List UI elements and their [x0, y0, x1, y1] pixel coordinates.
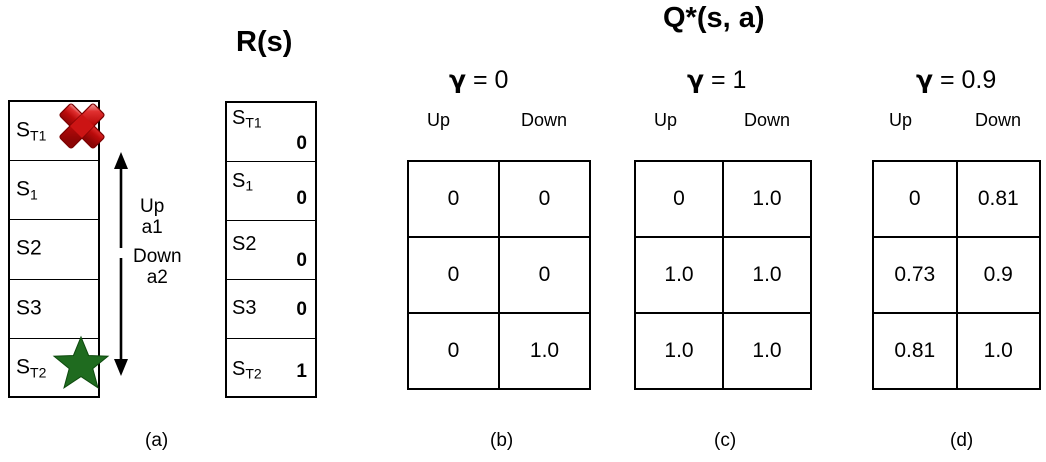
state-label: S1 — [16, 177, 38, 203]
q-cell: 0.73 — [874, 238, 958, 312]
caption-c: (c) — [714, 430, 737, 451]
up-action-id: a1 — [141, 217, 163, 239]
gamma-equation: = 0 — [472, 66, 509, 94]
state-cell: S1 — [10, 161, 98, 221]
reward-value: 0 — [296, 250, 307, 271]
table-row: 0 0.81 — [874, 162, 1039, 238]
q-title: Q*(s, a) — [663, 2, 765, 34]
state-label: S3 — [16, 296, 42, 320]
table-row: 0 0 — [409, 238, 589, 314]
table-row: 0 0 — [409, 162, 589, 238]
table-row: S1 0 — [227, 162, 315, 221]
column-header-up-0: Up — [427, 110, 451, 130]
red-cross-icon — [59, 103, 105, 149]
table-row: ST1 0 — [227, 103, 315, 162]
down-action-label: Down a2 — [133, 246, 182, 289]
caption-d: (d) — [950, 430, 974, 451]
table-row: S3 0 — [227, 280, 315, 339]
gamma-symbol: γ — [687, 65, 705, 94]
gamma-equation: = 1 — [710, 66, 747, 94]
state-column: ST1 S1 S2 S3 ST2 — [8, 100, 100, 398]
state-cell: ST1 — [10, 102, 98, 162]
q-cell: 1.0 — [752, 187, 782, 210]
table-row: 0 1.0 — [409, 314, 589, 388]
q-cell: 0 — [874, 162, 958, 236]
q-cell: 0.81 — [874, 314, 958, 388]
gamma-header-0: γ = 0 — [449, 65, 508, 95]
q-cell: 0 — [409, 162, 500, 236]
table-row: 1.0 1.0 — [636, 314, 810, 388]
state-cell: S3 — [10, 280, 98, 339]
q-table-gamma-1: 0 1.0 1.0 1.0 1.0 1.0 — [634, 160, 812, 390]
column-header-up-2: Up — [889, 110, 913, 130]
up-action-label: Up a1 — [140, 196, 164, 239]
state-label: ST1 — [16, 118, 47, 144]
q-cell: 0 — [538, 263, 551, 286]
q-cell: 0.81 — [977, 187, 1019, 210]
gamma-symbol: γ — [449, 65, 467, 94]
reward-state-label: S1 — [232, 170, 254, 194]
down-arrow-icon — [114, 258, 128, 376]
q-cell: 1.0 — [636, 238, 724, 312]
state-cell: ST2 — [10, 339, 98, 398]
up-action-name: Up — [140, 196, 165, 217]
reward-state-label: ST1 — [232, 107, 262, 131]
reward-state-label: ST2 — [232, 358, 262, 382]
down-action-id: a2 — [146, 267, 168, 289]
table-row: S2 0 — [227, 221, 315, 280]
reward-state-label: S2 — [232, 233, 257, 255]
green-star-icon — [52, 335, 110, 389]
caption-a: (a) — [145, 430, 169, 451]
table-row: 0.73 0.9 — [874, 238, 1039, 314]
up-arrow-icon — [114, 152, 128, 248]
gamma-header-2: γ = 0.9 — [916, 65, 996, 95]
state-label: ST2 — [16, 356, 47, 381]
q-table-gamma-2: 0 0.81 0.73 0.9 0.81 1.0 — [872, 160, 1041, 390]
gamma-header-1: γ = 1 — [687, 65, 746, 95]
table-row: ST2 1 — [227, 339, 315, 398]
q-cell: 0 — [409, 314, 500, 388]
caption-b: (b) — [490, 430, 514, 451]
reward-value: 0 — [296, 133, 307, 154]
q-cell: 1.0 — [752, 339, 782, 362]
state-label: S2 — [16, 237, 42, 261]
reward-value: 0 — [296, 188, 307, 209]
column-header-down-1: Down — [744, 110, 791, 130]
q-table-gamma-0: 0 0 0 0 0 1.0 — [407, 160, 591, 390]
q-cell: 0.9 — [983, 263, 1013, 286]
reward-title: R(s) — [236, 26, 293, 58]
q-cell: 0 — [636, 162, 724, 236]
q-cell: 1.0 — [636, 314, 724, 388]
down-action-name: Down — [133, 246, 182, 267]
gamma-equation: = 0.9 — [939, 66, 997, 94]
table-row: 0 1.0 — [636, 162, 810, 238]
column-header-down-0: Down — [521, 110, 568, 130]
q-cell: 0 — [538, 187, 551, 210]
q-cell: 1.0 — [752, 263, 782, 286]
column-header-up-1: Up — [654, 110, 678, 130]
q-cell: 0 — [409, 238, 500, 312]
q-cell: 1.0 — [983, 339, 1013, 362]
state-cell: S2 — [10, 220, 98, 280]
reward-value: 0 — [296, 299, 307, 320]
table-row: 1.0 1.0 — [636, 238, 810, 314]
reward-state-label: S3 — [232, 297, 257, 319]
table-row: 0.81 1.0 — [874, 314, 1039, 388]
reward-table: ST1 0 S1 0 S2 0 S3 0 ST2 1 — [225, 101, 317, 398]
q-cell: 1.0 — [529, 339, 560, 362]
column-header-down-2: Down — [975, 110, 1022, 130]
reward-value: 1 — [296, 361, 307, 382]
gamma-symbol: γ — [916, 65, 934, 94]
